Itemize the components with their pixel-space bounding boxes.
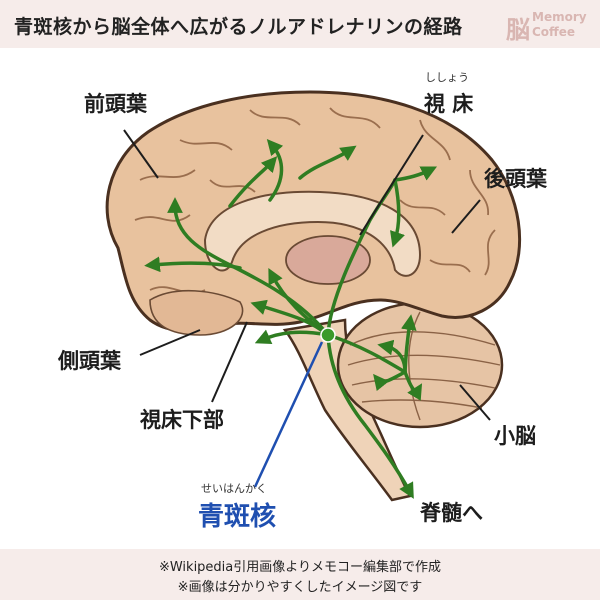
cerebrum-shape (105, 90, 522, 336)
label-thalamus: 視 床 (424, 92, 474, 116)
label-locus-coeruleus: 青斑核 (198, 502, 277, 532)
leader-lines (123, 129, 491, 488)
header-banner: 青斑核から脳全体へ広がるノルアドレナリンの経路 脳 Memory Coffee (0, 0, 600, 48)
footer-notes: ※Wikipedia引用画像よりメモコー編集部で作成 ※画像は分かりやすくしたイ… (0, 549, 600, 600)
logo-text-line2: Coffee (532, 25, 576, 39)
label-hypothalamus: 視床下部 (140, 408, 224, 432)
page-title: 青斑核から脳全体へ広がるノルアドレナリンの経路 (14, 16, 463, 38)
label-frontal-lobe: 前頭葉 (84, 92, 147, 116)
label-to-spinal-cord: 脊髄へ (420, 501, 483, 525)
logo-text-line1: Memory (532, 10, 587, 24)
label-cerebellum: 小脳 (494, 424, 536, 448)
noradrenaline-pathways (144, 139, 438, 499)
brain-diagram (105, 90, 522, 502)
ruby-thalamus: ししょう (425, 71, 469, 84)
label-occipital-lobe: 後頭葉 (484, 167, 547, 191)
label-temporal-lobe: 側頭葉 (58, 349, 121, 373)
ruby-locus-coeruleus: せいはんかく (201, 482, 267, 495)
brand-logo: 脳 Memory Coffee (506, 8, 596, 44)
brain-logo-icon: 脳 (506, 16, 530, 44)
footer-note-disclaimer: ※画像は分かりやすくしたイメージ図です (177, 580, 423, 595)
locus-coeruleus-dot (320, 327, 336, 343)
footer-note-source: ※Wikipedia引用画像よりメモコー編集部で作成 (158, 560, 442, 575)
cerebellum-shape (336, 301, 504, 429)
